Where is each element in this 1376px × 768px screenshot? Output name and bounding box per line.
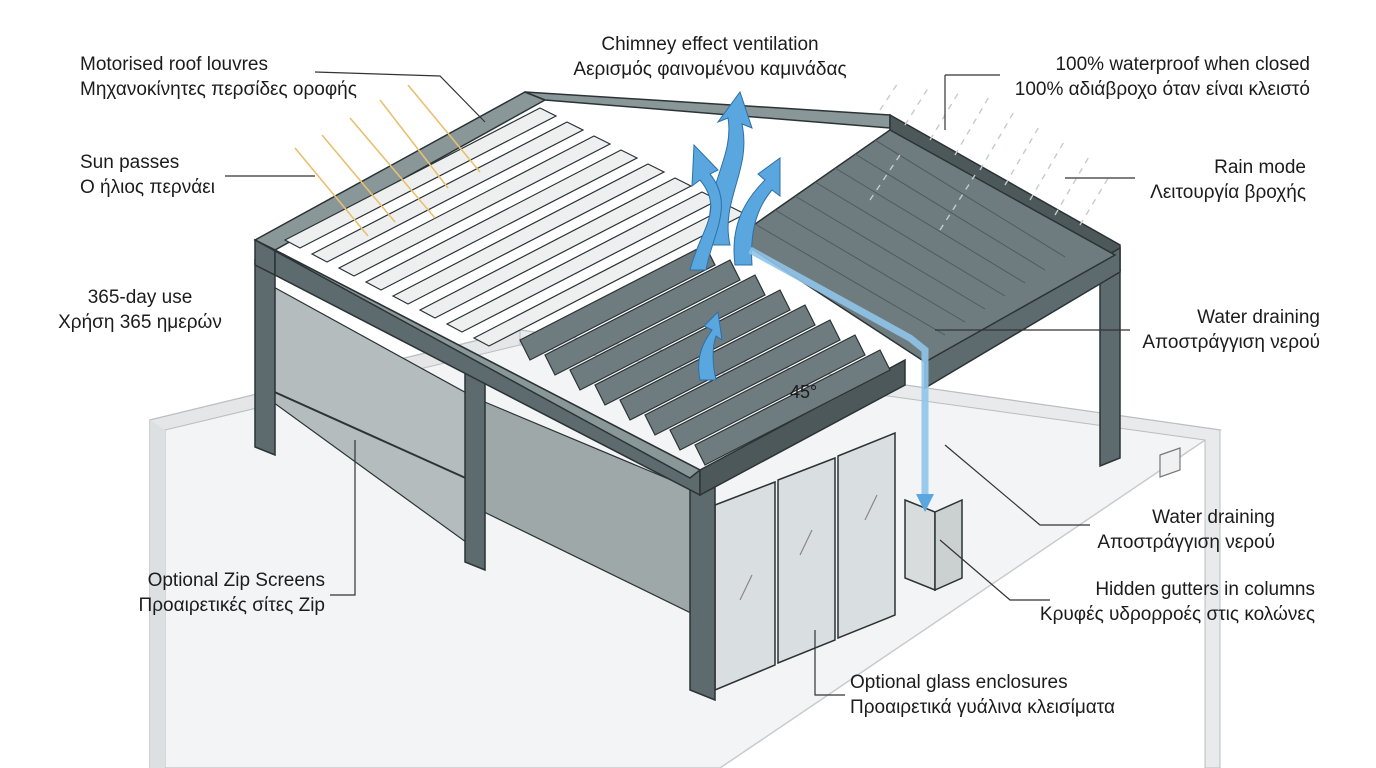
zip-screen-rail <box>269 389 471 481</box>
label-water-draining-2: Water draining Αποστράγγιση νερού <box>1075 505 1275 555</box>
label-waterproof-en: 100% waterproof when closed <box>1055 54 1310 75</box>
label-allyear-el: Χρήση 365 ημερών <box>58 312 222 333</box>
leader-drain2 <box>944 444 1090 526</box>
building-front-face <box>150 420 165 768</box>
column-mid-back <box>464 358 486 572</box>
column-front <box>689 476 716 702</box>
beam-back <box>524 91 891 129</box>
roof-closed <box>733 129 1117 363</box>
label-zip-el: Προαιρετικές σίτες Zip <box>138 595 325 616</box>
label-365-day-use: 365-day use Χρήση 365 ημερών <box>50 285 230 335</box>
label-rain-el: Λειτουργία βροχής <box>1150 182 1306 203</box>
columns <box>254 258 1121 702</box>
zip-screen-bay <box>269 283 696 616</box>
airflow-arrow-left <box>689 143 722 271</box>
label-motorised-el: Μηχανοκίνητες περσίδες οροφής <box>80 79 357 100</box>
leader-zip <box>330 440 356 596</box>
column-gutter-side <box>934 498 963 592</box>
roof-closed-surface <box>733 129 1117 363</box>
label-gutters-el: Κρυφές υδρορροές στις κολώνες <box>1039 604 1315 625</box>
glass-enclosure <box>714 431 896 692</box>
label-sun-passes: Sun passes Ο ήλιος περνάει <box>80 150 215 200</box>
label-hidden-gutters: Hidden gutters in columns Κρυφές υδρορρο… <box>1015 577 1315 627</box>
leader-lines <box>225 71 1135 696</box>
glass-pane-3 <box>837 431 896 640</box>
label-chimney-en: Chimney effect ventilation <box>601 34 819 55</box>
label-glass-en: Optional glass enclosures <box>850 672 1068 693</box>
label-drain2-en: Water draining <box>1152 507 1275 528</box>
label-motorised-louvres: Motorised roof louvres Μηχανοκίνητες περ… <box>80 52 357 102</box>
label-water-draining-1: Water draining Αποστράγγιση νερού <box>1120 305 1320 355</box>
leader-gutters <box>939 539 1050 601</box>
louvres-45-degree <box>519 244 891 466</box>
column-gutter <box>904 498 936 592</box>
label-zip-screens: Optional Zip Screens Προαιρετικές σίτες … <box>100 568 325 618</box>
label-drain2-el: Αποστράγγιση νερού <box>1097 532 1275 553</box>
airflow-arrow-low <box>698 310 723 381</box>
label-zip-en: Optional Zip Screens <box>147 570 325 591</box>
label-drain1-el: Αποστράγγιση νερού <box>1142 332 1320 353</box>
roof-gutter <box>1159 447 1181 478</box>
column-right <box>1099 268 1121 468</box>
glass-reflection-3 <box>864 494 878 521</box>
label-waterproof: 100% waterproof when closed 100% αδιάβρο… <box>990 52 1310 102</box>
label-rain-en: Rain mode <box>1214 157 1306 178</box>
louvres-open-sun <box>283 107 747 347</box>
label-sun-en: Sun passes <box>80 152 180 173</box>
louvre-angle-label: 45° <box>790 382 818 402</box>
label-chimney-ventilation: Chimney effect ventilation Αερισμός φαιν… <box>560 32 860 82</box>
leader-motorised <box>314 71 486 123</box>
label-rain-mode: Rain mode Λειτουργία βροχής <box>1120 155 1306 205</box>
water-drain-path <box>748 246 929 500</box>
label-drain1-en: Water draining <box>1197 307 1320 328</box>
column-left <box>254 258 276 457</box>
label-waterproof-el: 100% αδιάβροχο όταν είναι κλειστό <box>1014 79 1310 100</box>
label-allyear-en: 365-day use <box>87 287 193 308</box>
label-glass-el: Προαιρετικά γυάλινα κλεισίματα <box>850 697 1115 718</box>
glass-reflection-2 <box>799 529 813 556</box>
glass-pane-1 <box>714 480 776 692</box>
building-parapet-right <box>519 329 1221 768</box>
label-sun-el: Ο ήλιος περνάει <box>80 177 215 198</box>
water-drain-arrowhead <box>916 494 934 512</box>
airflow-arrows <box>689 90 781 381</box>
label-glass-enclosures: Optional glass enclosures Προαιρετικά γυ… <box>850 670 1115 720</box>
airflow-arrow-right <box>733 157 781 266</box>
label-gutters-en: Hidden gutters in columns <box>1095 579 1315 600</box>
glass-reflection-1 <box>739 574 753 601</box>
leader-glass <box>814 630 845 696</box>
label-motorised-en: Motorised roof louvres <box>80 54 268 75</box>
glass-pane-2 <box>777 456 836 665</box>
label-chimney-el: Αερισμός φαινομένου καμινάδας <box>573 59 847 80</box>
sun-rays <box>294 84 481 237</box>
